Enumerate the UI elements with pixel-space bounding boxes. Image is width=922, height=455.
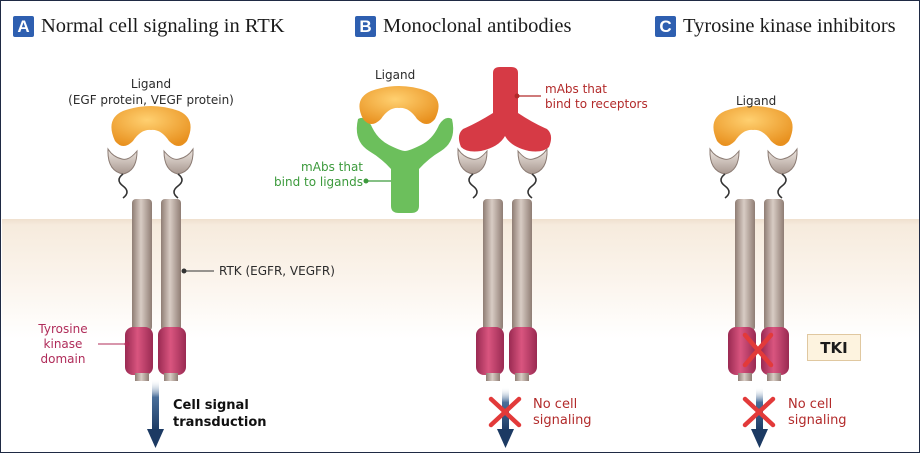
tk-domain-label-1: Tyrosine — [38, 322, 88, 336]
panel-c-badge: C — [655, 16, 676, 37]
panel-a-header: A Normal cell signaling in RTK — [13, 15, 285, 38]
mabs-ligands-label-1: mAbs that — [301, 160, 363, 174]
no-signal-c-label-1: No cell — [788, 397, 833, 412]
panel-b-header: B Monoclonal antibodies — [355, 15, 571, 38]
receptor-b — [457, 147, 548, 381]
ligand-a-label: Ligand — [130, 77, 172, 91]
signal-label-2: transduction — [173, 415, 267, 430]
no-signal-b-label-2: signaling — [533, 413, 592, 428]
no-signal-c-label-2: signaling — [788, 413, 847, 428]
mabs-ligands-label-2: bind to ligands — [274, 175, 363, 189]
panel-a-title: Normal cell signaling in RTK — [41, 15, 285, 37]
tk-domain-label-3: domain — [40, 352, 86, 366]
ligand-c-shape — [713, 106, 793, 146]
panel-c-header: C Tyrosine kinase inhibitors — [655, 15, 896, 38]
tki-label: TKI — [820, 338, 848, 357]
tki-box: TKI — [807, 334, 861, 361]
tk-domain-label-2: kinase — [43, 337, 83, 351]
cross-b-icon — [488, 396, 522, 428]
mabs-receptors-label-1: mAbs that — [545, 82, 607, 96]
signal-arrow-a — [147, 379, 164, 448]
cross-c-icon — [742, 396, 776, 428]
ligand-c-label: Ligand — [736, 94, 777, 108]
panel-b-badge: B — [355, 16, 376, 37]
mabs-receptors-label-2: bind to receptors — [545, 97, 648, 111]
antibody-red — [458, 67, 552, 152]
panel-b-title: Monoclonal antibodies — [383, 15, 572, 37]
signal-label-1: Cell signal — [173, 398, 249, 413]
ligand-a-shape — [111, 106, 191, 146]
cross-kinase-icon — [742, 332, 774, 368]
receptor-a — [107, 147, 194, 381]
ligand-b-shape — [359, 86, 439, 124]
ligand-a-sublabel: (EGF protein, VEGF protein) — [68, 93, 234, 107]
panel-a-badge: A — [13, 16, 34, 37]
ligand-b-label: Ligand — [375, 68, 416, 82]
antibody-green — [356, 117, 454, 213]
no-signal-b-label-1: No cell — [533, 397, 578, 412]
panel-c-title: Tyrosine kinase inhibitors — [683, 15, 896, 37]
rtk-label: RTK (EGFR, VEGFR) — [219, 264, 335, 278]
